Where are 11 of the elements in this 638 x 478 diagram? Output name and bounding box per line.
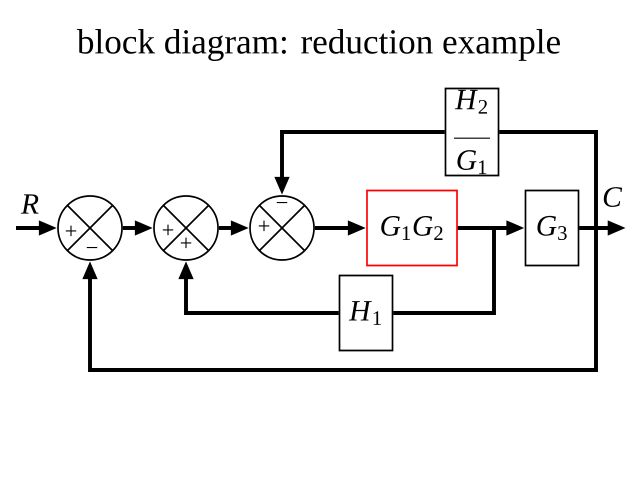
block-box: H$_{1}$ bbox=[338, 274, 394, 352]
summing-junction: + + bbox=[153, 195, 219, 261]
block-box: G$_{1}$G$_{2}$ bbox=[366, 190, 458, 266]
signal-label: R bbox=[20, 194, 39, 214]
block-box: H$_{2}$ G$_{1}$ bbox=[444, 88, 500, 176]
signal-label: C bbox=[604, 187, 622, 207]
arrow bbox=[82, 226, 598, 372]
block-box: G$_{3}$ bbox=[524, 190, 580, 266]
summing-junction: − + bbox=[249, 195, 315, 261]
title: block diagram: reduction example bbox=[76, 29, 560, 61]
summing-junction: + − bbox=[57, 195, 123, 261]
